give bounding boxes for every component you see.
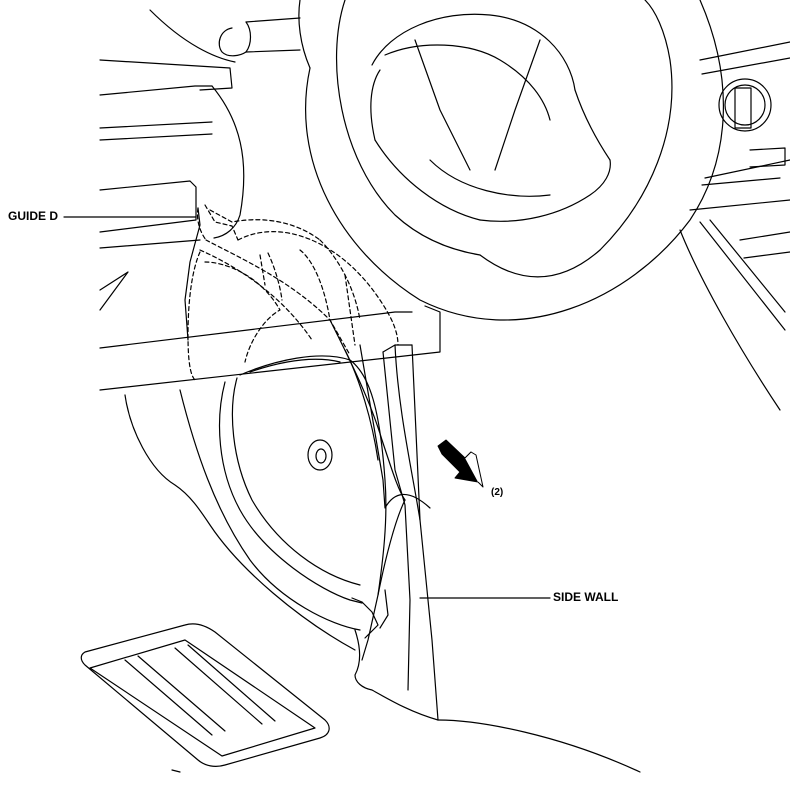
arrow-down-right-icon — [437, 439, 484, 488]
side-wall-panel — [124, 207, 641, 773]
guide-d-label: GUIDE D — [8, 209, 59, 223]
dashboard-outline — [99, 0, 441, 391]
wiring-harness — [187, 204, 399, 381]
grommet — [307, 439, 333, 471]
steering-wheel — [305, 0, 724, 321]
side-wall-label: SIDE WALL — [553, 590, 619, 604]
step-number-label: (2) — [491, 487, 504, 498]
floor-mat — [80, 623, 330, 773]
dash-right-panel — [679, 41, 790, 411]
